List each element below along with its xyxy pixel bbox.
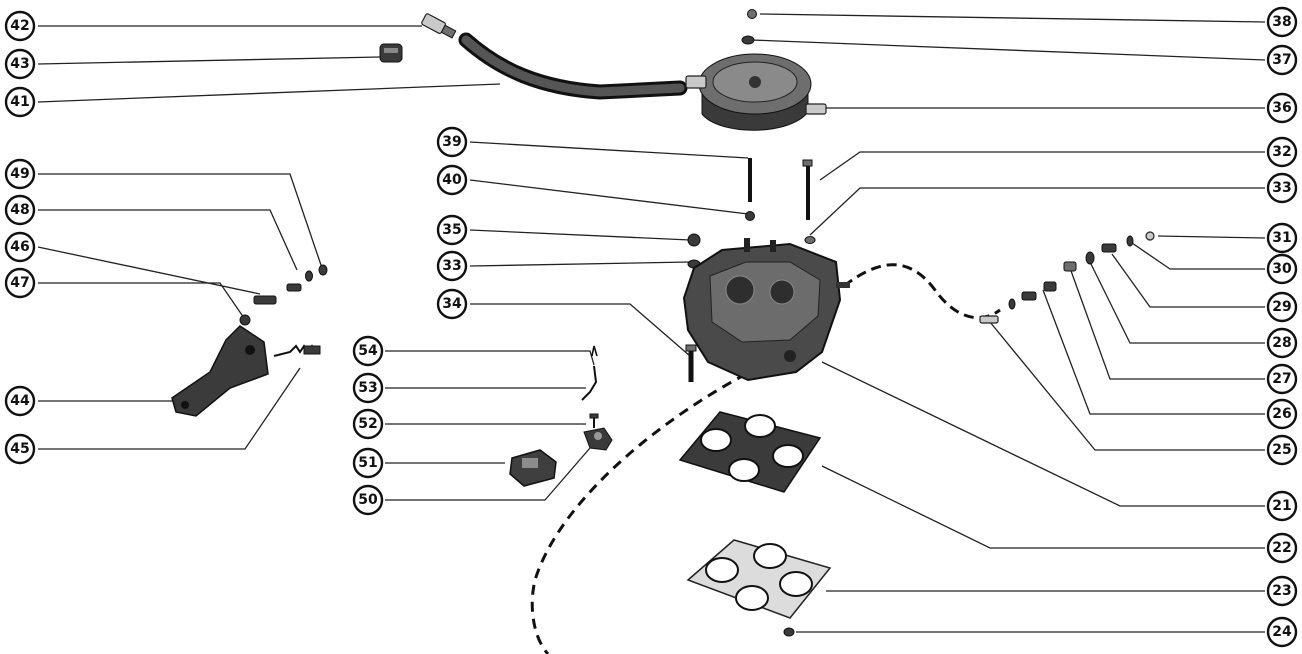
bolt-part-34 (685, 344, 697, 382)
callout-39-label: 39 (442, 134, 461, 150)
small-parts-25-31 (979, 231, 1155, 324)
callout-30: 30 (1266, 253, 1298, 285)
callout-36-label: 36 (1272, 100, 1291, 116)
washer-part-37 (741, 35, 755, 45)
nut-part-35 (687, 233, 701, 247)
callout-32-label: 32 (1272, 144, 1291, 160)
callout-49: 49 (4, 158, 36, 190)
gasket-part-22 (678, 411, 822, 493)
leader-lines (37, 13, 1266, 633)
callout-23-label: 23 (1272, 583, 1291, 599)
callout-42-label: 42 (10, 18, 29, 34)
callout-53-label: 53 (358, 380, 377, 396)
small-parts-46-49 (239, 264, 328, 326)
callout-30-label: 30 (1272, 261, 1292, 277)
callout-28: 28 (1266, 327, 1298, 359)
callout-25-label: 25 (1272, 442, 1291, 458)
callout-21-label: 21 (1272, 498, 1291, 514)
callout-45-label: 45 (10, 441, 29, 457)
carburetor-body-part-21 (682, 238, 850, 382)
callout-33-right-label: 33 (1272, 180, 1291, 196)
callout-39: 39 (436, 126, 468, 158)
callout-29-label: 29 (1272, 299, 1291, 315)
block-part-51 (509, 449, 557, 487)
callout-24: 24 (1266, 616, 1298, 648)
callout-54: 54 (352, 335, 384, 367)
callout-29: 29 (1266, 291, 1298, 323)
callout-43-label: 43 (10, 56, 29, 72)
callout-50: 50 (352, 484, 384, 516)
callout-27-label: 27 (1272, 371, 1291, 387)
callout-47-label: 47 (10, 275, 29, 291)
choke-housing-part-50 (583, 427, 613, 451)
rod-part-53 (581, 365, 598, 401)
callout-22: 22 (1266, 532, 1298, 564)
bolt-part-32 (802, 159, 813, 220)
lever-part-44 (171, 325, 269, 417)
callout-42: 42 (4, 10, 36, 42)
callout-52-label: 52 (358, 416, 377, 432)
callout-41: 41 (4, 86, 36, 118)
callout-32: 32 (1266, 136, 1298, 168)
callout-38-label: 38 (1272, 14, 1291, 30)
callout-26: 26 (1266, 398, 1298, 430)
callout-27: 27 (1266, 363, 1298, 395)
plug-part-43 (379, 43, 403, 63)
callout-31: 31 (1266, 222, 1298, 254)
callout-46: 46 (4, 231, 36, 263)
callout-28-label: 28 (1272, 335, 1291, 351)
fuel-fitting-part-42 (421, 13, 457, 39)
callout-51: 51 (352, 447, 384, 479)
clip-part-54 (591, 345, 598, 357)
callout-37-label: 37 (1272, 52, 1291, 68)
callout-44-label: 44 (10, 393, 30, 409)
callout-40: 40 (436, 164, 468, 196)
callout-33-left: 33 (436, 250, 468, 282)
callout-49-label: 49 (10, 166, 29, 182)
nut-part-38 (747, 9, 757, 19)
callout-34-label: 34 (442, 296, 462, 312)
callout-26-label: 26 (1272, 406, 1291, 422)
callout-35: 35 (436, 214, 468, 246)
callout-46-label: 46 (10, 239, 29, 255)
callout-38: 38 (1266, 6, 1298, 38)
callout-45: 45 (4, 433, 36, 465)
callout-25: 25 (1266, 434, 1298, 466)
callout-35-label: 35 (442, 222, 461, 238)
screw-part-52 (589, 413, 599, 428)
callout-22-label: 22 (1272, 540, 1291, 556)
washer-part-33-upper (804, 236, 816, 244)
callout-47: 47 (4, 267, 36, 299)
gasket-part-23 (686, 539, 832, 619)
callout-34: 34 (436, 288, 468, 320)
callout-24-label: 24 (1272, 624, 1292, 640)
fuel-hose-part-41 (458, 32, 688, 100)
callout-51-label: 51 (358, 455, 377, 471)
callout-48-label: 48 (10, 202, 29, 218)
callout-33-left-label: 33 (442, 258, 461, 274)
callout-21: 21 (1266, 490, 1298, 522)
callout-41-label: 41 (10, 94, 29, 110)
callout-53: 53 (352, 372, 384, 404)
callout-31-label: 31 (1272, 230, 1291, 246)
callout-43: 43 (4, 48, 36, 80)
small-part-24 (783, 627, 795, 637)
callout-54-label: 54 (358, 343, 378, 359)
callout-40-label: 40 (442, 172, 462, 188)
callout-50-label: 50 (358, 492, 378, 508)
callout-48: 48 (4, 194, 36, 226)
fuel-pump-part-36 (685, 53, 827, 131)
washer-part-40 (745, 211, 755, 221)
callout-36: 36 (1266, 92, 1298, 124)
callout-23: 23 (1266, 575, 1298, 607)
callout-52: 52 (352, 408, 384, 440)
callout-33-right: 33 (1266, 172, 1298, 204)
spring-part-45 (273, 344, 321, 357)
callout-37: 37 (1266, 44, 1298, 76)
callout-44: 44 (4, 385, 36, 417)
